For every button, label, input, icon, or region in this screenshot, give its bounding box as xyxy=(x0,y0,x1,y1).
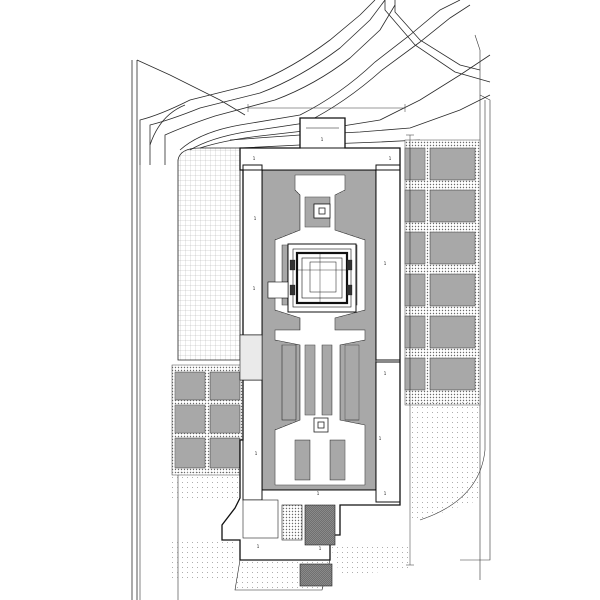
room-labels: 1 1 1 1 1 1 1 1 1 1 1 1 1 xyxy=(253,137,392,551)
service-block xyxy=(234,499,336,591)
room-number: 1 xyxy=(384,371,387,376)
room-number: 1 xyxy=(257,544,260,549)
room-number: 1 xyxy=(253,286,256,291)
room-number: 1 xyxy=(321,137,324,142)
room-number: 1 xyxy=(384,491,387,496)
dimension-lines xyxy=(247,104,414,566)
room-number: 1 xyxy=(384,261,387,266)
parking-grid-left xyxy=(177,147,241,361)
room-number: 1 xyxy=(317,491,320,496)
room-number: 1 xyxy=(389,156,392,161)
room-number: 1 xyxy=(319,546,322,551)
room-number: 1 xyxy=(254,216,257,221)
room-number: 1 xyxy=(255,451,258,456)
parking-blocks-left-lower xyxy=(171,364,245,476)
landscape-areas xyxy=(172,400,480,580)
feature-squares xyxy=(313,203,331,433)
room-number: 1 xyxy=(253,156,256,161)
central-pavilion xyxy=(267,243,357,313)
room-number: 1 xyxy=(379,436,382,441)
parking-blocks-right xyxy=(404,139,481,406)
entrance-connector xyxy=(239,334,263,381)
